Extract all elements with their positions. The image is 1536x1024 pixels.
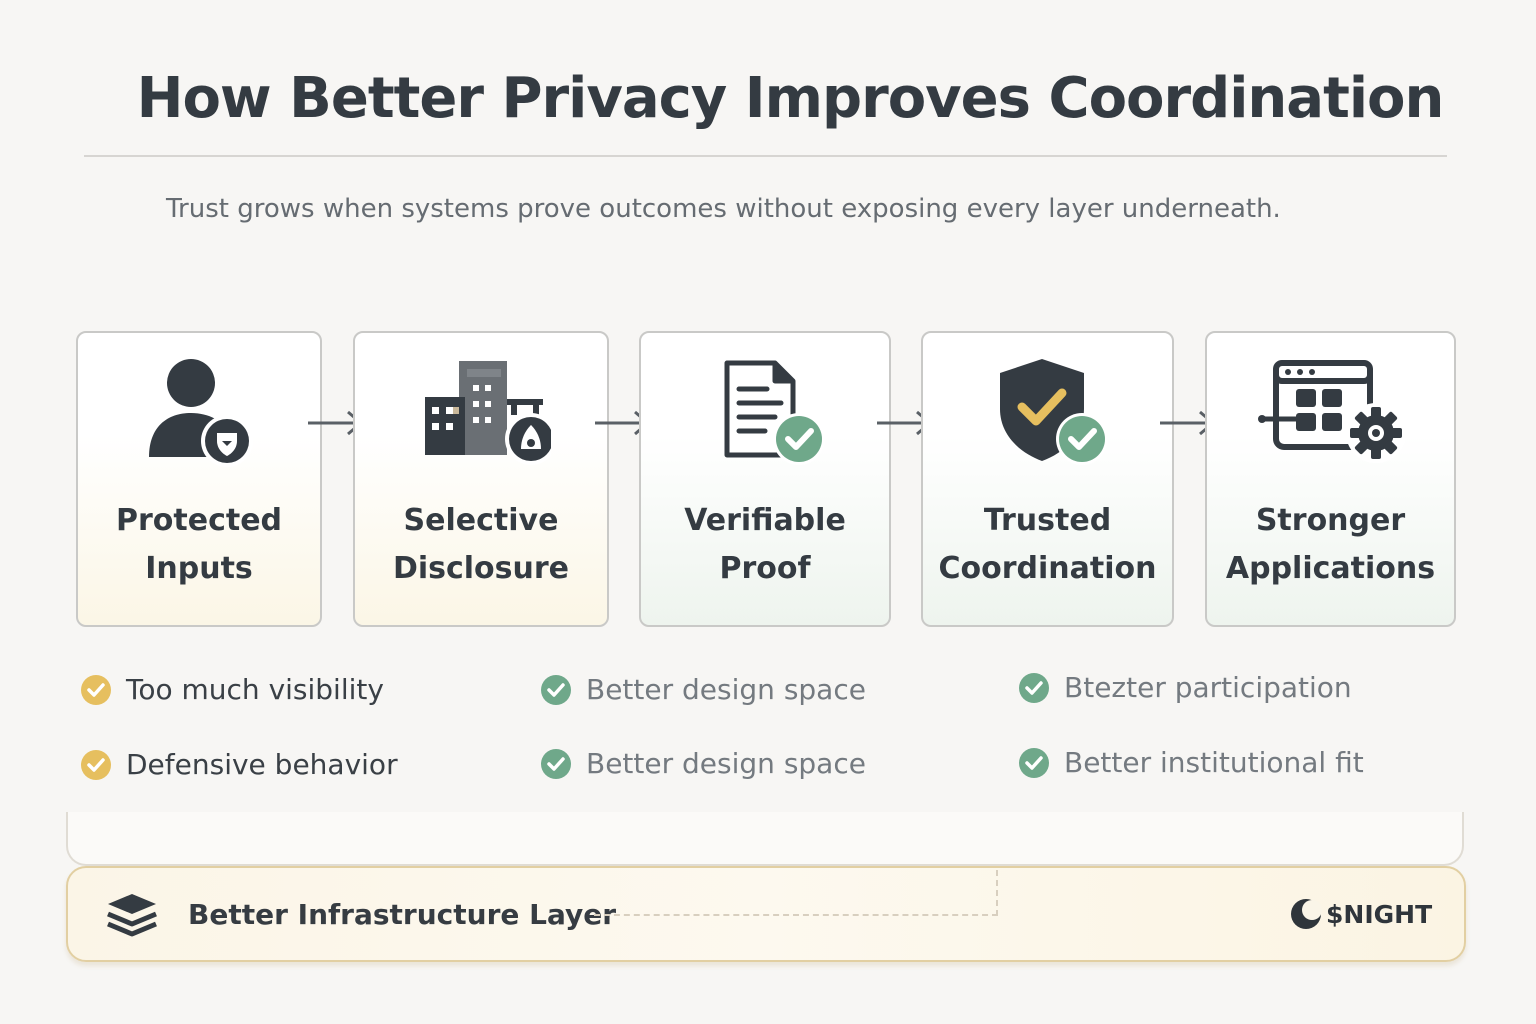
outcome-text: Better design space — [586, 747, 866, 780]
document-check-icon — [724, 360, 825, 465]
outcome-item: Better design space — [540, 747, 866, 780]
step-label-line1: Stronger — [1255, 503, 1406, 538]
step-label-line2: Coordination — [938, 551, 1157, 586]
infrastructure-layer-bar: Better Infrastructure Layer $NIGHT — [66, 866, 1466, 962]
infrastructure-label: Better Infrastructure Layer — [188, 898, 617, 931]
outcome-text: Btezter participation — [1064, 671, 1352, 704]
outcome-text: Defensive behavior — [126, 748, 398, 781]
outcome-item: Defensive behavior — [80, 748, 398, 781]
step-label-line1: Trusted — [983, 503, 1112, 538]
outcome-item: Btezter participation — [1018, 671, 1352, 704]
connector-line — [594, 914, 998, 916]
step-card-stronger-applications: Stronger Applications — [1205, 331, 1456, 627]
step-label: Trusted Coordination — [923, 497, 1172, 593]
step-label-line1: Verifiable — [684, 503, 846, 538]
step-label-line1: Protected — [115, 503, 283, 538]
title-divider — [84, 155, 1447, 157]
step-label: Selective Disclosure — [355, 497, 607, 593]
step-label: Stronger Applications — [1207, 497, 1454, 593]
step-label-line2: Proof — [719, 551, 811, 586]
brand-logo: $NIGHT — [1290, 898, 1432, 930]
check-circle-icon — [1019, 747, 1049, 778]
outcome-text: Better institutional fit — [1064, 746, 1364, 779]
step-card-trusted-coordination: Trusted Coordination — [921, 331, 1174, 627]
outcome-item: Better design space — [540, 673, 866, 706]
step-label: Protected Inputs — [78, 497, 320, 593]
app-grid-gear-icon — [1257, 360, 1406, 463]
check-circle-icon — [81, 674, 111, 705]
step-card-selective-disclosure: Selective Disclosure — [353, 331, 609, 627]
check-circle-icon — [1019, 672, 1049, 703]
brand-text: $NIGHT — [1326, 899, 1433, 929]
check-circle-icon — [81, 749, 111, 780]
layers-icon — [107, 894, 157, 937]
step-label-line2: Applications — [1225, 551, 1436, 586]
moon-logo-icon — [1291, 899, 1322, 929]
step-card-protected-inputs: Protected Inputs — [76, 331, 322, 627]
user-shield-icon — [149, 359, 253, 467]
step-label-line1: Selective — [403, 503, 559, 538]
outcome-item: Better institutional fit — [1018, 746, 1364, 779]
outcome-item: Too much visibility — [80, 673, 384, 706]
outcome-text: Better design space — [586, 673, 866, 706]
step-label-line2: Inputs — [145, 551, 253, 586]
buildings-icon — [425, 361, 551, 465]
outcomes-panel-base — [66, 812, 1464, 866]
outcome-text: Too much visibility — [126, 673, 384, 706]
step-label: Verifiable Proof — [641, 497, 889, 593]
step-label-line2: Disclosure — [392, 551, 570, 586]
shield-check-icon — [999, 359, 1108, 465]
page-title: How Better Privacy Improves Coordination — [136, 66, 1445, 131]
step-card-verifiable-proof: Verifiable Proof — [639, 331, 891, 627]
page-subtitle: Trust grows when systems prove outcomes … — [166, 194, 1281, 224]
connector-line — [996, 870, 998, 916]
check-circle-icon — [541, 674, 571, 705]
check-circle-icon — [541, 748, 571, 779]
